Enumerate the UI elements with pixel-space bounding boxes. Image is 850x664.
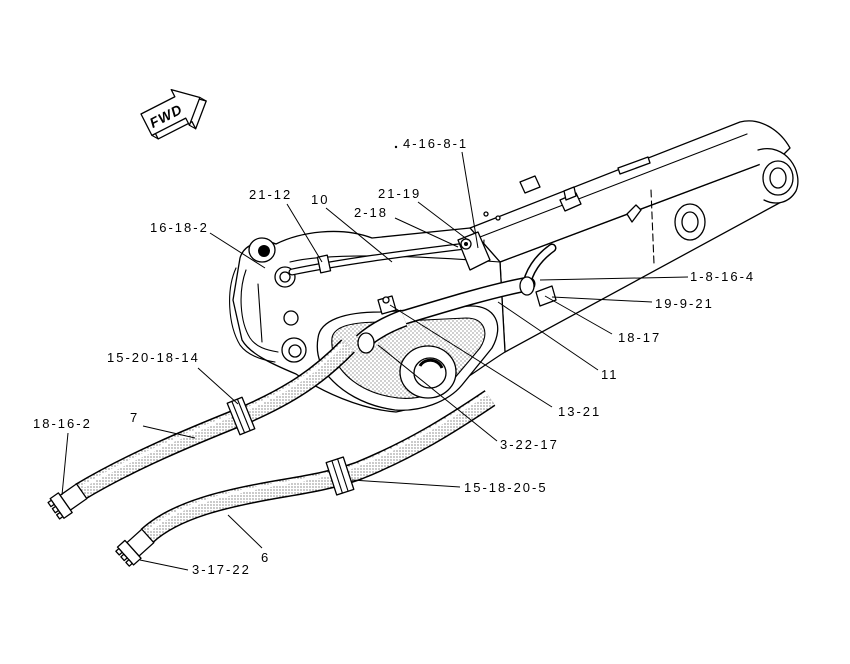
boom-top-plate-edge: [479, 133, 748, 238]
leader-lines: [61, 151, 689, 571]
leader-line: [286, 203, 323, 263]
leader-line: [539, 276, 689, 281]
tube-end-fitting-bore: [464, 242, 468, 246]
leader-line: [325, 207, 393, 263]
callout-label: 7: [130, 410, 139, 425]
callout-label: 4-16-8-1: [403, 136, 468, 151]
hose-6-highlight: [149, 391, 488, 532]
boom-arm: [469, 120, 799, 353]
fwd-arrow-face: [140, 88, 201, 137]
callout-label: 19-9-21: [655, 296, 714, 311]
foot-plate-edge: [257, 283, 263, 343]
hose-6-nut-tooth: [125, 559, 133, 567]
callout-label: 18-17: [618, 330, 661, 345]
callout-label: 3-17-22: [192, 562, 251, 577]
boom-hidden-line: [650, 189, 655, 265]
callout-labels: 4-16-8-1 21-12 10 21-19 2-18 16-18-2 1-8…: [33, 136, 755, 577]
hose-7: [47, 339, 355, 520]
label-mark: [394, 145, 398, 149]
foot-pin: [279, 271, 291, 283]
upper-tube: [288, 231, 491, 276]
hose-7-nut-tooth: [56, 511, 64, 520]
boom-top-face: [469, 120, 791, 263]
fitting-13-21-nut: [382, 296, 390, 304]
leader-line: [377, 344, 498, 442]
cylinder-boss-bore-shade: [418, 358, 444, 369]
hose-7-end-fitting: [47, 483, 88, 520]
fwd-arrow-extrusion-edges: [151, 96, 207, 140]
foot-strap-outer: [229, 267, 276, 363]
hose-6-body: [141, 391, 495, 543]
callout-label: 16-18-2: [150, 220, 209, 235]
callout-label: 15-18-20-5: [464, 480, 548, 495]
top-lug: [626, 204, 642, 223]
hose-6-nut-tooth: [120, 553, 128, 562]
leader-line: [227, 514, 263, 549]
elbow-hose-ring: [357, 332, 375, 354]
hose-6: [115, 390, 496, 567]
boom-side-hose-fill: [396, 278, 534, 324]
top-bracket-tab: [563, 186, 577, 201]
callout-label: 13-21: [558, 404, 601, 419]
callout-label: 3-22-17: [500, 437, 559, 452]
foot-hole-lower-bore: [288, 344, 302, 358]
callout-label: 6: [261, 550, 270, 565]
leader-line: [544, 295, 613, 335]
foot-hole-upper: [283, 310, 299, 326]
hose-7-nut-tooth: [51, 505, 60, 514]
hose-6-nut-tooth: [115, 547, 123, 556]
elbow-fitting-ring: [519, 276, 535, 296]
leader-line: [394, 217, 459, 248]
callout-label: 11: [601, 367, 619, 382]
leader-line: [139, 559, 189, 571]
foot-ear-bore: [258, 245, 270, 257]
leader-line: [351, 479, 461, 488]
callout-label: 18-16-2: [33, 416, 92, 431]
foot-strap-inner: [240, 269, 279, 353]
boom-nose-pin-bore: [769, 167, 787, 189]
callout-label: 2-18: [354, 205, 388, 220]
top-slot: [617, 156, 651, 175]
callout-label: 1-8-16-4: [690, 269, 755, 284]
leader-line: [417, 201, 469, 241]
leader-line: [461, 151, 479, 249]
boom-side-boss-bore: [681, 211, 699, 233]
leader-line: [497, 301, 599, 371]
elbow-hose: [355, 309, 408, 354]
callout-label: 15-20-18-14: [107, 350, 200, 365]
top-block-1: [519, 175, 541, 194]
hose-7-nut-tooth: [47, 499, 55, 508]
callout-label: 21-12: [249, 187, 292, 202]
hose-6-end-fitting: [115, 528, 155, 567]
hose-6-clamp-seam: [331, 458, 349, 494]
leader-line: [551, 296, 653, 303]
hose-6-clamp: [325, 456, 355, 496]
callout-label: 21-19: [378, 186, 421, 201]
hose-7-clamp-seam: [231, 398, 251, 434]
hose-7-clamp: [226, 396, 256, 436]
leader-line: [209, 232, 266, 269]
fwd-arrow-icon: FWD: [140, 88, 207, 140]
top-bolt-2: [495, 215, 501, 221]
leader-line: [61, 432, 69, 496]
upper-tube-fill: [289, 243, 469, 275]
leader-line: [389, 304, 553, 408]
boom-side-hose: [377, 243, 557, 326]
cylinder-boss-ring: [413, 357, 447, 389]
hose-6-clamp-body: [325, 456, 355, 496]
callout-label: 10: [311, 192, 329, 207]
top-bolt-1: [483, 211, 489, 217]
leader-line: [197, 367, 239, 405]
leader-line: [142, 425, 196, 439]
